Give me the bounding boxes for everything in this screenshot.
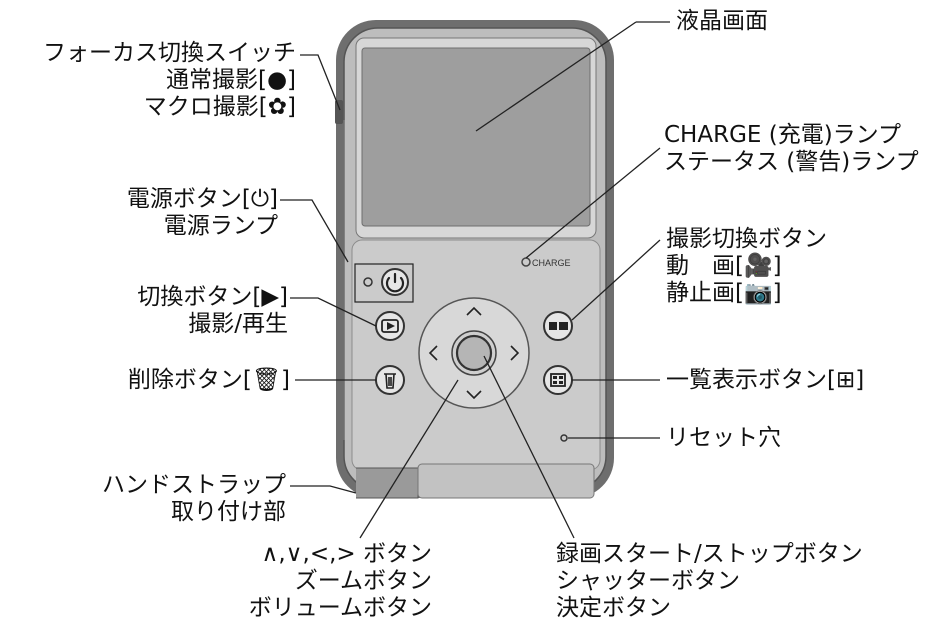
- label-charge-lamp: CHARGE (充電)ランプ ステータス (警告)ランプ: [664, 122, 919, 175]
- leader-shoot: [571, 239, 661, 321]
- camera-icon: [559, 322, 568, 330]
- leader-lines: [280, 21, 670, 539]
- label-record-button: 録画スタート/ストップボタン シャッターボタン 決定ボタン: [556, 541, 863, 621]
- leader-strap: [290, 485, 357, 494]
- index-button: [543, 365, 573, 395]
- grid-icon: [550, 373, 566, 387]
- record-button: [455, 334, 493, 372]
- arrow-up-icon: [466, 306, 482, 316]
- power-lamp: [363, 277, 373, 287]
- reset-hole: [560, 434, 568, 442]
- label-delete-button: 削除ボタン[🗑]: [127, 367, 290, 393]
- arrow-right-icon: [510, 345, 520, 361]
- leader-power: [280, 199, 349, 263]
- lcd-screen: [361, 47, 591, 227]
- label-reset-hole: リセット穴: [666, 425, 781, 451]
- leader-arrows: [359, 379, 459, 539]
- label-arrow-buttons: ∧,∨,<,> ボタン ズームボタン ボリュームボタン: [248, 541, 432, 621]
- label-index-button: 一覧表示ボタン[⊞]: [666, 367, 865, 393]
- play-icon: [387, 322, 395, 330]
- power-icon: [385, 272, 405, 293]
- leader-charge: [525, 147, 661, 259]
- leader-play: [290, 297, 377, 327]
- arrow-down-icon: [466, 390, 482, 400]
- shoot-mode-button: [543, 311, 573, 341]
- label-focus-switch: フォーカス切換スイッチ 通常撮影[●] マクロ撮影[✿]: [43, 40, 296, 120]
- leader-record: [483, 355, 575, 539]
- label-power-button: 電源ボタン[⏻] 電源ランプ: [126, 186, 278, 239]
- label-shoot-mode-button: 撮影切換ボタン 動 画[🎥] 静止画[📷]: [666, 226, 827, 306]
- bottom-cover: [417, 463, 595, 499]
- focus-switch: [335, 100, 343, 124]
- power-highlight: [354, 263, 414, 303]
- charge-text: CHARGE: [532, 258, 571, 268]
- label-mode-button: 切換ボタン[▶] 撮影/再生: [137, 284, 288, 337]
- movie-icon: [549, 322, 557, 330]
- leader-focus: [300, 54, 341, 111]
- leader-lcd: [475, 21, 637, 132]
- delete-button: [375, 365, 405, 395]
- label-hand-strap: ハンドストラップ 取り付け部: [102, 472, 286, 525]
- trash-icon: [384, 373, 396, 389]
- arrow-left-icon: [428, 345, 438, 361]
- label-lcd: 液晶画面: [676, 8, 768, 34]
